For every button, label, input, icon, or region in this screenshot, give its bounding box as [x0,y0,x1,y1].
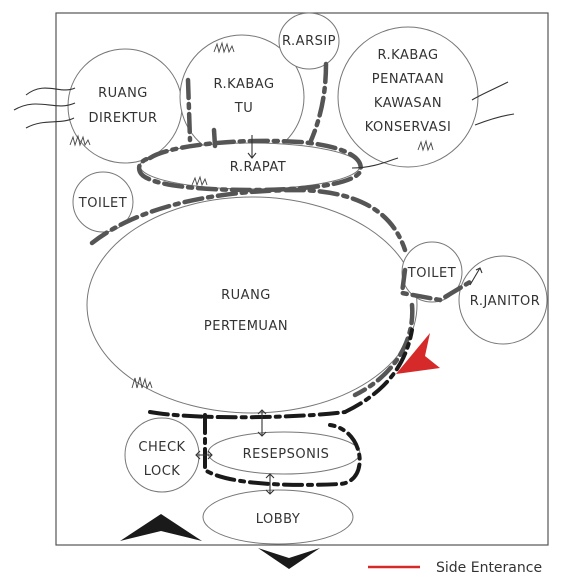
r-rapat-label: R.RAPAT [230,160,286,175]
arrow-pertemuan-resepsonis [257,409,267,437]
scribble-1 [69,134,91,147]
lobby-label: LOBBY [256,512,301,527]
main-entrance-arrow-up [120,514,202,541]
route-kabag-tu [185,77,193,143]
arrow-rapat-penataan [351,157,399,169]
arrow-penataan-in-2 [474,113,515,126]
main-entrance-arrow-down [258,548,320,569]
bubble-r-kabag-tu: R.KABAG TU [179,34,305,160]
r-janitor-label: R.JANITOR [470,294,540,309]
bubble-toilet-right: TOILET [401,241,463,303]
r-kabag-penataan-label-2: PENATAAN [372,72,444,87]
ruang-direktur-label-2: DIREKTUR [88,111,157,126]
circulation-routes [89,61,473,487]
route-pertemuan-right [352,302,415,398]
bubble-ruang-direktur: RUANG DIREKTUR [67,48,183,164]
arrow-resepsonis-lobby [265,473,275,495]
ruang-pertemuan-label-2: PERTEMUAN [204,319,288,334]
route-right-dark [343,328,414,414]
r-kabag-tu-label-2: TU [234,101,253,116]
route-toilet-janitor [399,267,473,303]
bubble-resepsonis: RESEPSONIS [207,431,361,475]
route-bottom-dark [148,410,347,420]
bubble-lobby: LOBBY [202,489,354,545]
bubble-ruang-pertemuan: RUANG PERTEMUAN [86,196,418,414]
scribble-4 [417,139,434,152]
legend: Side Enterance [368,560,542,576]
side-entrance-arrow [396,333,440,374]
r-kabag-tu-label-1: R.KABAG [213,77,274,92]
route-arsip [307,61,329,146]
toilet-right-label: TOILET [407,266,456,281]
arrow-tu-rapat [247,135,257,159]
scribble-3 [191,175,208,187]
bubble-toilet-left: TOILET [72,171,134,233]
r-kabag-penataan-label-1: R.KABAG [377,48,438,63]
route-reception-loop [203,413,362,487]
check-lock-label-2: LOCK [144,464,181,479]
route-kabag-tu-2 [211,127,218,149]
arrow-toilet-janitor [469,267,483,286]
connection-arrows [13,81,515,495]
scribble-5 [131,376,153,390]
arrow-direktur-in-2 [13,102,76,111]
route-rapat-loop [136,138,363,193]
arrow-penataan-in-1 [471,81,509,101]
bubble-check-lock: CHECK LOCK [124,417,200,493]
scribble-2 [213,41,235,54]
route-pertemuan-top [89,187,408,253]
r-arsip-label: R.ARSIP [282,34,336,49]
arrow-checklock-resepsonis [195,450,213,460]
bubble-r-janitor: R.JANITOR [458,255,548,345]
resepsonis-label: RESEPSONIS [243,447,330,462]
legend-side-entrance-label: Side Enterance [436,560,542,576]
toilet-left-label: TOILET [78,196,127,211]
ruang-pertemuan-label-1: RUANG [221,288,271,303]
site-boundary [55,12,549,546]
vegetation-scribbles [69,41,434,390]
check-lock-label-1: CHECK [138,440,185,455]
ruang-direktur-label-1: RUANG [98,86,148,101]
r-kabag-penataan-label-3: KAWASAN [374,96,442,111]
arrow-direktur-in-1 [25,87,76,96]
bubble-r-kabag-penataan: R.KABAG PENATAAN KAWASAN KONSERVASI [337,26,479,168]
arrow-direktur-in-3 [25,117,75,129]
bubble-r-arsip: R.ARSIP [278,12,340,70]
r-kabag-penataan-label-4: KONSERVASI [365,120,452,135]
